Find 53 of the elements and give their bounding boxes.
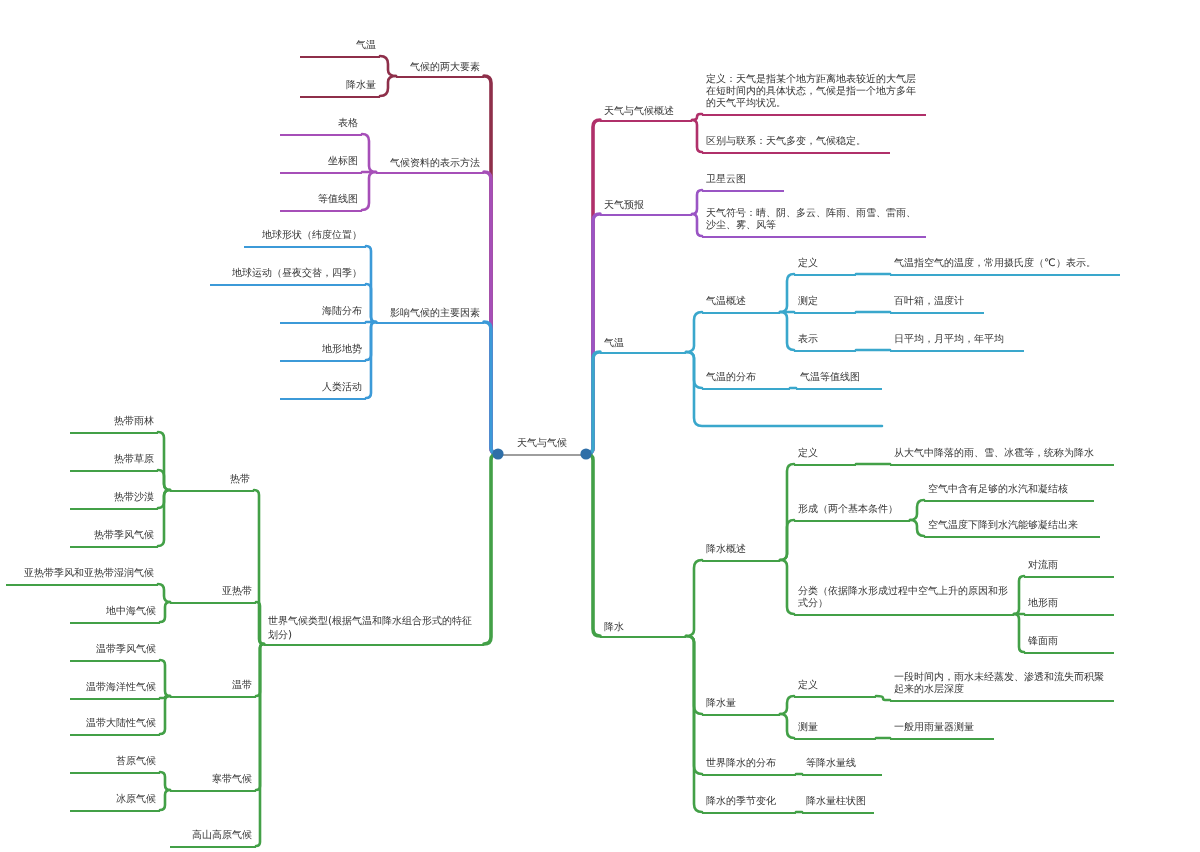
branch-line [364,320,378,400]
branch-line [854,272,892,276]
branch-line [778,712,796,740]
branch-line [778,272,796,314]
branch-line [156,488,172,548]
branch-line [360,170,378,174]
branch-line [584,350,602,456]
branch-line [1012,612,1026,616]
branch-line [482,320,500,456]
branch-line [158,658,172,698]
branch-line [854,348,892,352]
branch-line [854,462,892,466]
branch-line [874,694,892,702]
branch-line [788,386,798,390]
branch-line [1012,574,1026,616]
branch-line [360,132,378,174]
branch-line [158,770,172,792]
branch-line [584,452,602,638]
branch-line [378,54,398,78]
branch-line [158,694,172,700]
branch-line [378,74,398,98]
branch-line [482,452,500,646]
branch-line [874,736,892,740]
branch-line [854,310,892,314]
branch-line [778,694,796,716]
branch-line [778,558,796,616]
branch-line [254,600,266,646]
branch-line [684,558,704,638]
branch-line [908,518,926,538]
branch-line [794,810,804,814]
branch-line [908,498,926,522]
branch-line [360,170,378,212]
branch-line [156,582,172,604]
branch-line [690,188,704,216]
branch-line [690,212,704,238]
branch-line [778,310,796,352]
branch-line [684,310,704,354]
branch-line [778,518,796,562]
branch-line [690,112,704,122]
branch-line [254,642,266,848]
branch-line [690,118,704,154]
branch-line [364,320,378,324]
branch-line [1012,612,1026,654]
branch-line [794,772,804,776]
branch-line [684,350,884,428]
branch-line [156,468,172,492]
branch-line [364,282,378,324]
branch-line [252,488,266,646]
branch-line [778,310,796,314]
branch-line [158,600,172,624]
branch-line [684,634,704,814]
branch-line [158,788,172,812]
branch-line [158,694,172,736]
